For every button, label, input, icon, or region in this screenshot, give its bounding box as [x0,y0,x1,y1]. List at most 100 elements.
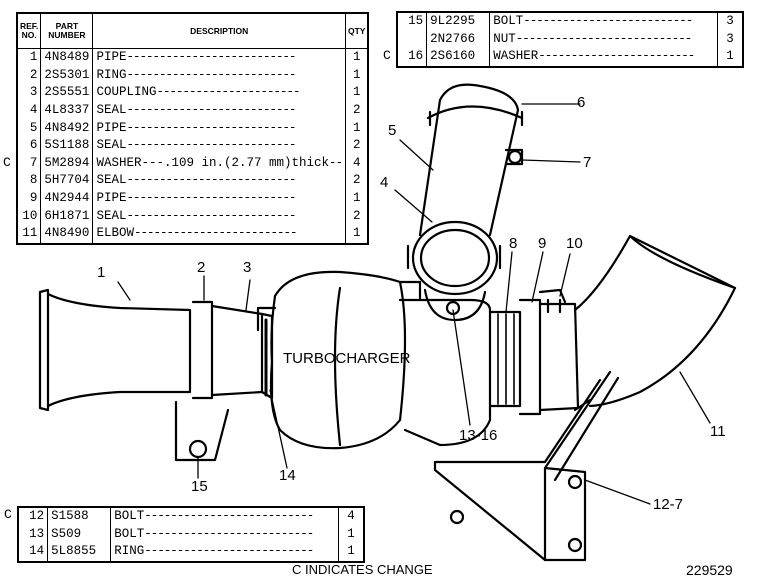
cell-ref: 11 [16,224,42,244]
cell-qty: 2 [345,136,369,155]
coupling-3-shape [191,300,274,400]
part-text: 5L8855 [51,544,97,559]
cell-qty: 1 [337,525,365,544]
header-ref: REF. NO. [16,13,42,49]
desc-text: SEAL [96,208,127,223]
cell-ref [396,30,428,49]
leader-lines [117,103,711,505]
cell-part: 5L8855 [47,543,112,562]
part-text: 9L2295 [430,14,476,29]
cell-ref: 13 [17,525,49,544]
leader-dashes: -------------------------- [126,50,296,65]
pipe-9-shape [488,288,580,416]
leader-dashes: -------------------------- [144,544,314,559]
part-text: 4N8490 [44,226,90,241]
leader-dashes: --------------------------- [515,31,693,46]
change-marker: C [383,48,391,64]
ref-text: 11 [22,226,38,241]
qty-text: 2 [352,103,361,118]
part-text: S1588 [51,509,89,524]
part-text: 4L8337 [44,103,90,118]
cell-part: 4N8492 [40,119,94,137]
leader-dashes: -- [328,155,343,170]
cell-desc: BOLT-------------------------- [110,507,339,526]
leader-dashes: -------------------------- [126,138,296,153]
part-text: 4N2944 [44,191,90,206]
qty-text: 1 [352,191,361,206]
cell-ref: 1 [16,48,42,67]
qty-text: 1 [726,49,734,64]
cell-desc: PIPE-------------------------- [92,48,346,67]
qty-text: 2 [352,173,361,188]
qty-text: 3 [726,31,734,46]
cell-qty: 1 [345,119,369,137]
seal-4-shape [406,220,502,322]
part-text: 5M2894 [44,155,90,170]
desc-text: SEAL [96,138,127,153]
cell-ref: 16 [396,48,428,67]
cell-ref: 5 [16,119,42,137]
desc-text: RING [114,544,145,559]
cell-desc: NUT--------------------------- [489,30,718,49]
desc-text: PIPE [96,120,127,135]
cell-qty: 3 [716,30,744,49]
qty-text: 1 [352,226,361,241]
desc-text: SEAL [96,103,127,118]
desc-text: NUT [493,31,516,46]
qty-text: 1 [347,544,355,559]
cell-desc: PIPE-------------------------- [92,119,346,137]
ref-text: 6 [29,138,38,153]
cell-qty: 2 [345,101,369,120]
callout-6: 6 [577,94,586,111]
leader-dashes: -------------------------- [126,103,296,118]
desc-text: BOLT [493,14,524,29]
callout-14: 14 [279,467,296,484]
qty-text: 1 [352,67,361,82]
leader-dashes: -------------------------- [126,191,296,206]
leader-dashes: -------------------------- [126,120,296,135]
cell-part: 2S5301 [40,66,94,85]
header-desc: DESCRIPTION [92,13,346,49]
change-note: C INDICATES CHANGE [292,562,433,577]
cell-ref: 6 [16,136,42,155]
cell-desc: WASHER------------------------ [489,48,718,67]
cell-part: 9L2295 [426,12,491,31]
desc-text: WASHER---.109 in.(2.77 mm)thick [96,155,329,170]
change-marker: C [3,154,11,170]
desc-text: COUPLING [96,85,157,100]
callout-1: 1 [97,264,106,281]
callout-11: 11 [710,423,726,440]
part-text: S509 [51,526,82,541]
cell-qty: 1 [345,66,369,85]
turbocharger-housing-shape [256,270,492,450]
cell-ref: 9 [16,189,42,208]
desc-text: BOLT [114,526,145,541]
cell-part: 4N8489 [40,48,94,67]
leader-dashes: -------------------------- [523,14,693,29]
qty-text: 2 [352,138,361,153]
cell-ref: 4 [16,101,42,120]
desc-text: SEAL [96,173,127,188]
ref-text: 7 [29,155,38,170]
qty-text: 2 [352,208,361,223]
ref-text: 12 [29,509,45,524]
bracket-shape [433,370,620,562]
part-text: 2N2766 [430,31,476,46]
callout-8: 8 [509,235,518,252]
cell-ref: 12 [17,507,49,526]
cell-desc: BOLT-------------------------- [489,12,718,31]
leader-dashes: -------------------------- [126,208,296,223]
header-qty: QTY [345,13,369,49]
cell-desc: PIPE-------------------------- [92,189,346,208]
cell-part: 5H7704 [40,172,94,190]
